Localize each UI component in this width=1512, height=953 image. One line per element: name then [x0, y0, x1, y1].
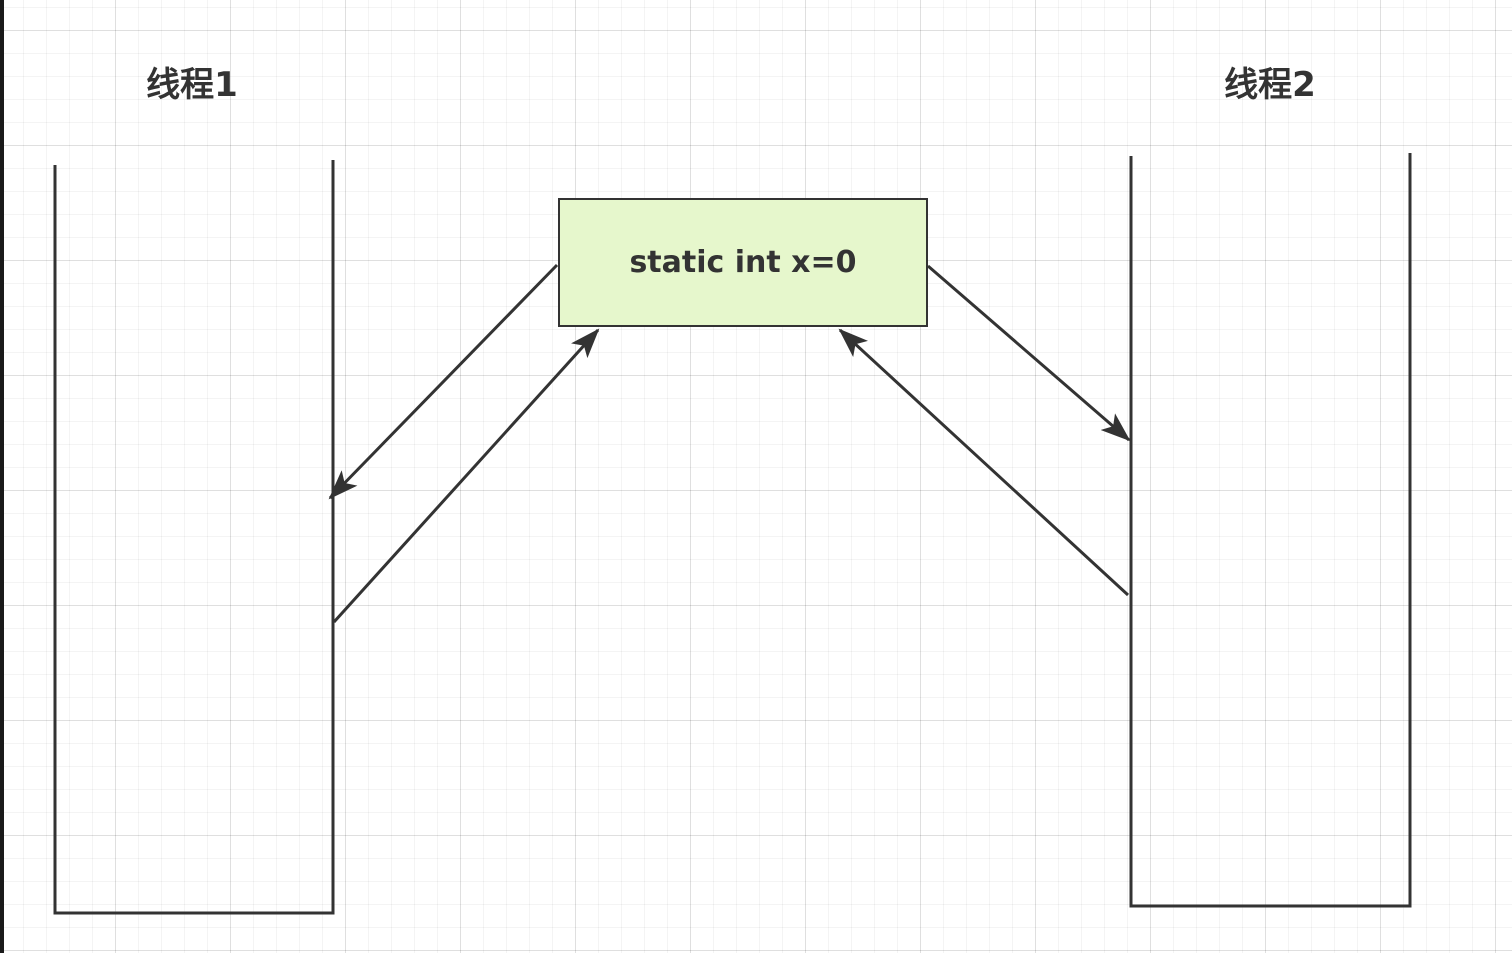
arrow-shared-to-thread-1 — [328, 263, 559, 500]
arrow-thread-1-to-shared — [332, 328, 600, 624]
thread-1-label: 线程1 — [146, 65, 238, 105]
shared-variable-label: static int x=0 — [629, 245, 857, 280]
thread-2-stack — [1129, 153, 1412, 908]
arrow-thread-2-to-shared — [838, 328, 1130, 597]
arrow-shared-to-thread-2 — [927, 264, 1131, 442]
shared-variable-box: static int x=0 — [558, 198, 928, 327]
window-edge — [0, 0, 4, 953]
thread-2-label: 线程2 — [1224, 65, 1316, 105]
thread-1-stack — [53, 160, 335, 915]
